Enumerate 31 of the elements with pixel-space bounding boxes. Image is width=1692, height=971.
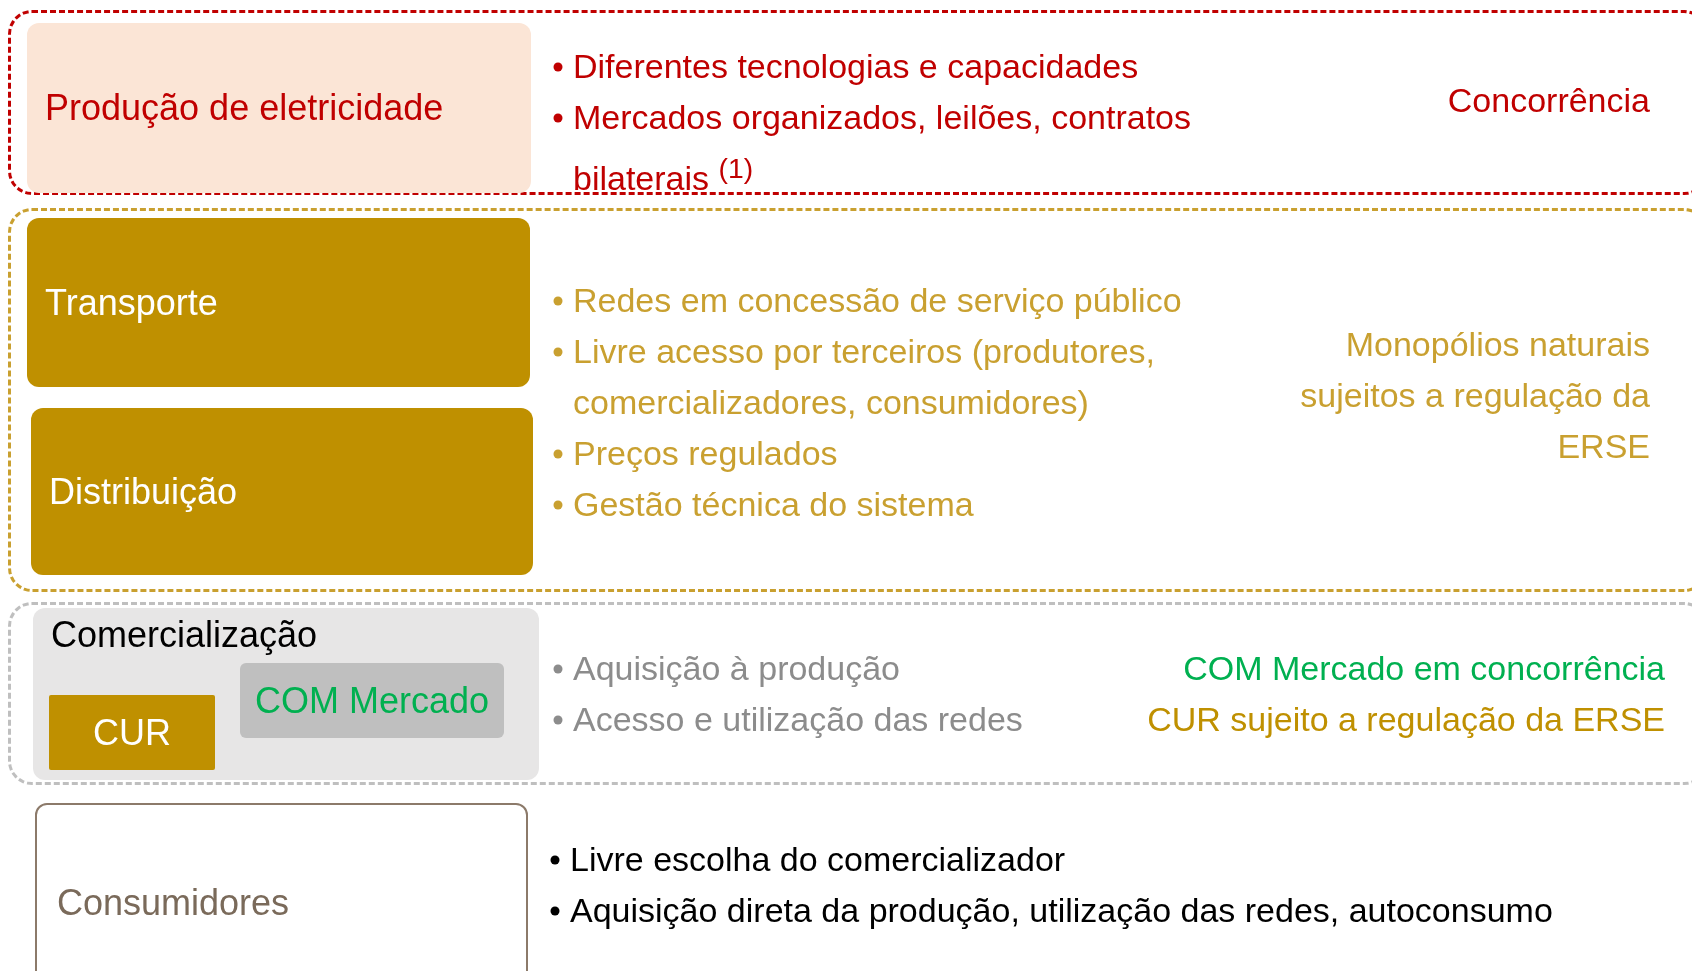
bullet-item: Livre acesso por terceiros (produtores, comercializadores, consumidores) [573,332,1156,421]
box-title: COM Mercado [254,679,490,722]
box-title: Transporte [45,281,218,324]
bullet-item: Redes em concessão de serviço público [573,281,1182,319]
category-box [27,23,531,193]
bullet-item: Aquisição à produção [573,649,900,687]
category-box [49,695,215,770]
bullet-item: Diferentes tecnologias e capacidades [573,47,1139,85]
box-title: Distribuição [49,470,238,513]
category-label: CUR sujeito a regulação da ERSE [1147,699,1665,740]
dashed-band [8,208,1692,592]
category-box [240,663,504,738]
bullet-item: Aquisição direta da produção, utilização das redes, autoconsumo [570,891,1553,929]
bullet-item: Gestão técnica do sistema [573,485,974,523]
category-label: Concorrência [1447,80,1650,121]
category-box [27,218,530,387]
box-title: Consumidores [57,882,290,924]
box-title: CUR [93,711,171,754]
bullet-item: Livre escolha do comercializador [570,840,1066,878]
category-box [33,608,539,780]
bullet-item: Mercados organizados, leilões, contratos bilaterais $^{(1)}$ [573,98,1191,198]
bullet-item: Acesso e utilização das redes [573,700,1023,738]
bullet-item: Preços regulados [573,434,838,472]
dashed-band [8,10,1692,195]
box-title: Comercialização [51,614,318,656]
category-label: COM Mercado em concorrência [1183,648,1665,689]
category-label: Monopólios naturais sujeitos a regulação da ERSE [1299,324,1650,467]
dashed-band [8,602,1692,785]
category-box [31,408,533,575]
box-title: Produção de eletricidade [45,87,444,129]
category-box [35,803,528,971]
